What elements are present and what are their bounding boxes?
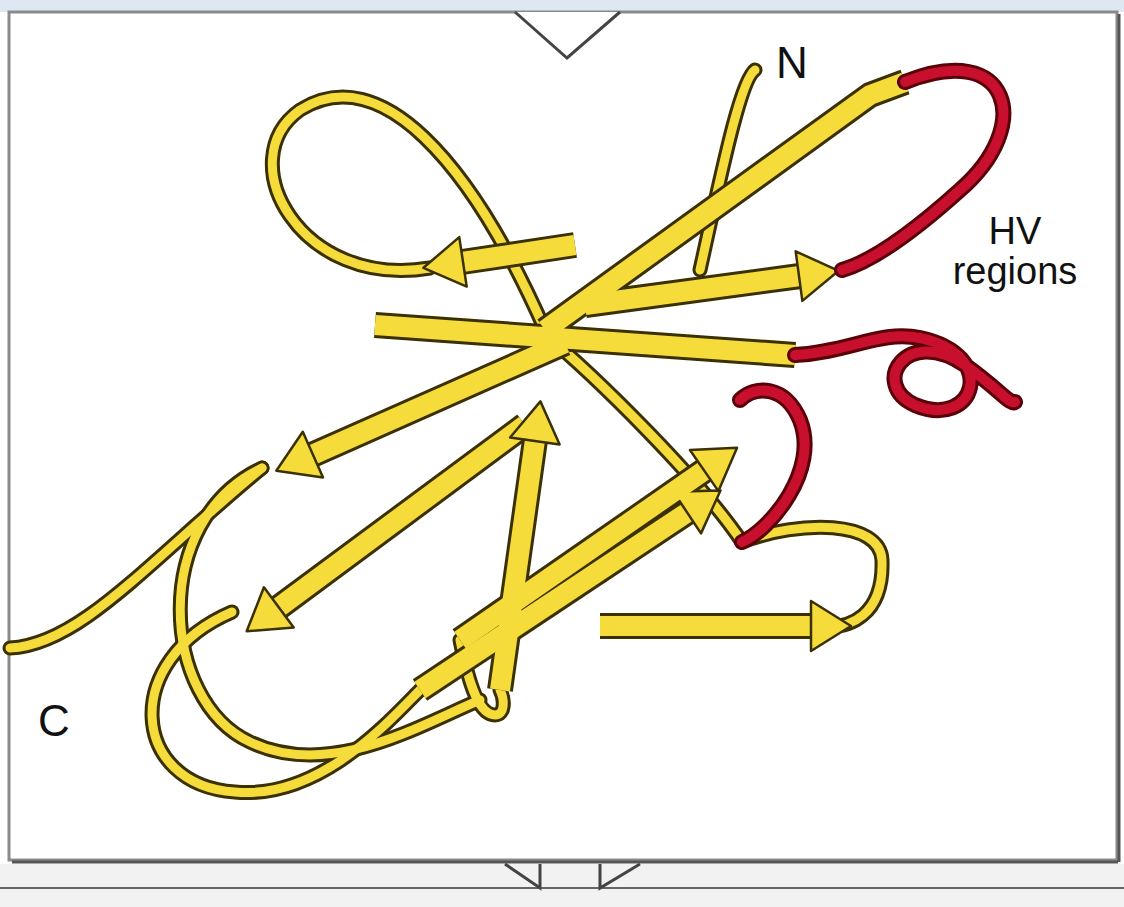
panel-shadow [12, 861, 1118, 864]
ribbon [10, 70, 1015, 793]
strand-fill [278, 82, 905, 690]
hv-loop-outline [740, 71, 1015, 542]
region-label: HV regions [935, 212, 1095, 292]
terminus-label: C [38, 698, 70, 744]
panel-shadow [1118, 14, 1121, 862]
strand-outline [278, 82, 905, 690]
top-strip [0, 0, 1124, 12]
hv-loop-fill [740, 71, 1015, 542]
lower-rule [0, 887, 1124, 889]
bottom-notch [505, 864, 640, 888]
lower-strip [0, 864, 1124, 907]
terminus-label: N [776, 40, 808, 86]
panel-frame [9, 12, 1117, 860]
top-notch [515, 12, 620, 58]
